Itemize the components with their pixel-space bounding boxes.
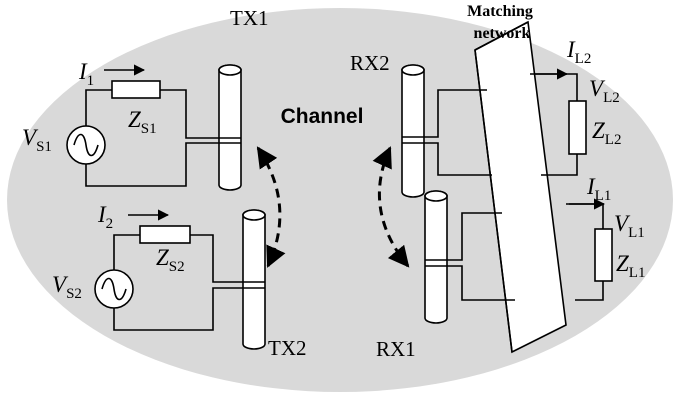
voltage-label-vl2: VL2 <box>589 76 620 106</box>
current-label-i1: I1 <box>78 59 94 89</box>
channel-background <box>7 8 673 392</box>
impedance-label-zl1: ZL1 <box>616 251 645 281</box>
tx1-antenna <box>218 64 242 191</box>
voltage-label-vs1: VS1 <box>22 125 52 155</box>
rx2-label: RX2 <box>350 51 390 75</box>
voltage-label-vs2: VS2 <box>52 272 82 302</box>
rx2-antenna <box>401 64 425 198</box>
source-impedance-zs2 <box>139 225 191 244</box>
load-l2-circuit <box>530 68 587 176</box>
rx1-antenna <box>424 190 448 324</box>
tx-coupling-arrow <box>256 146 286 268</box>
current-label-il1: IL1 <box>586 174 611 204</box>
rx-coupling-arrow <box>372 146 410 268</box>
load-l1-circuit <box>566 198 613 301</box>
load-impedance-zl2 <box>568 100 587 155</box>
tx2-label: TX2 <box>268 336 307 360</box>
voltage-label-vl1: VL1 <box>614 211 645 241</box>
tx1-label: TX1 <box>230 6 269 30</box>
current-label-i2: I2 <box>97 202 113 232</box>
impedance-label-zs1: ZS1 <box>128 107 157 137</box>
matching-network-title-line1: Matching <box>467 3 533 20</box>
load-impedance-zl1 <box>594 228 613 282</box>
impedance-label-zs2: ZS2 <box>156 245 185 275</box>
tx2-circuit <box>94 209 246 331</box>
source-impedance-zs1 <box>111 80 161 99</box>
sine-wave-icon <box>73 133 99 157</box>
tx2-antenna <box>242 209 266 350</box>
rx1-wiring <box>447 212 515 301</box>
matching-network-title-line2: network <box>474 25 531 42</box>
rx1-label: RX1 <box>376 337 416 361</box>
sine-wave-icon <box>101 277 127 301</box>
tx1-circuit <box>66 64 222 187</box>
impedance-label-zl2: ZL2 <box>592 118 621 148</box>
rx2-wiring <box>424 89 492 176</box>
channel-label: Channel <box>281 105 364 128</box>
matching-network <box>474 20 567 354</box>
current-label-il2: IL2 <box>566 37 591 67</box>
